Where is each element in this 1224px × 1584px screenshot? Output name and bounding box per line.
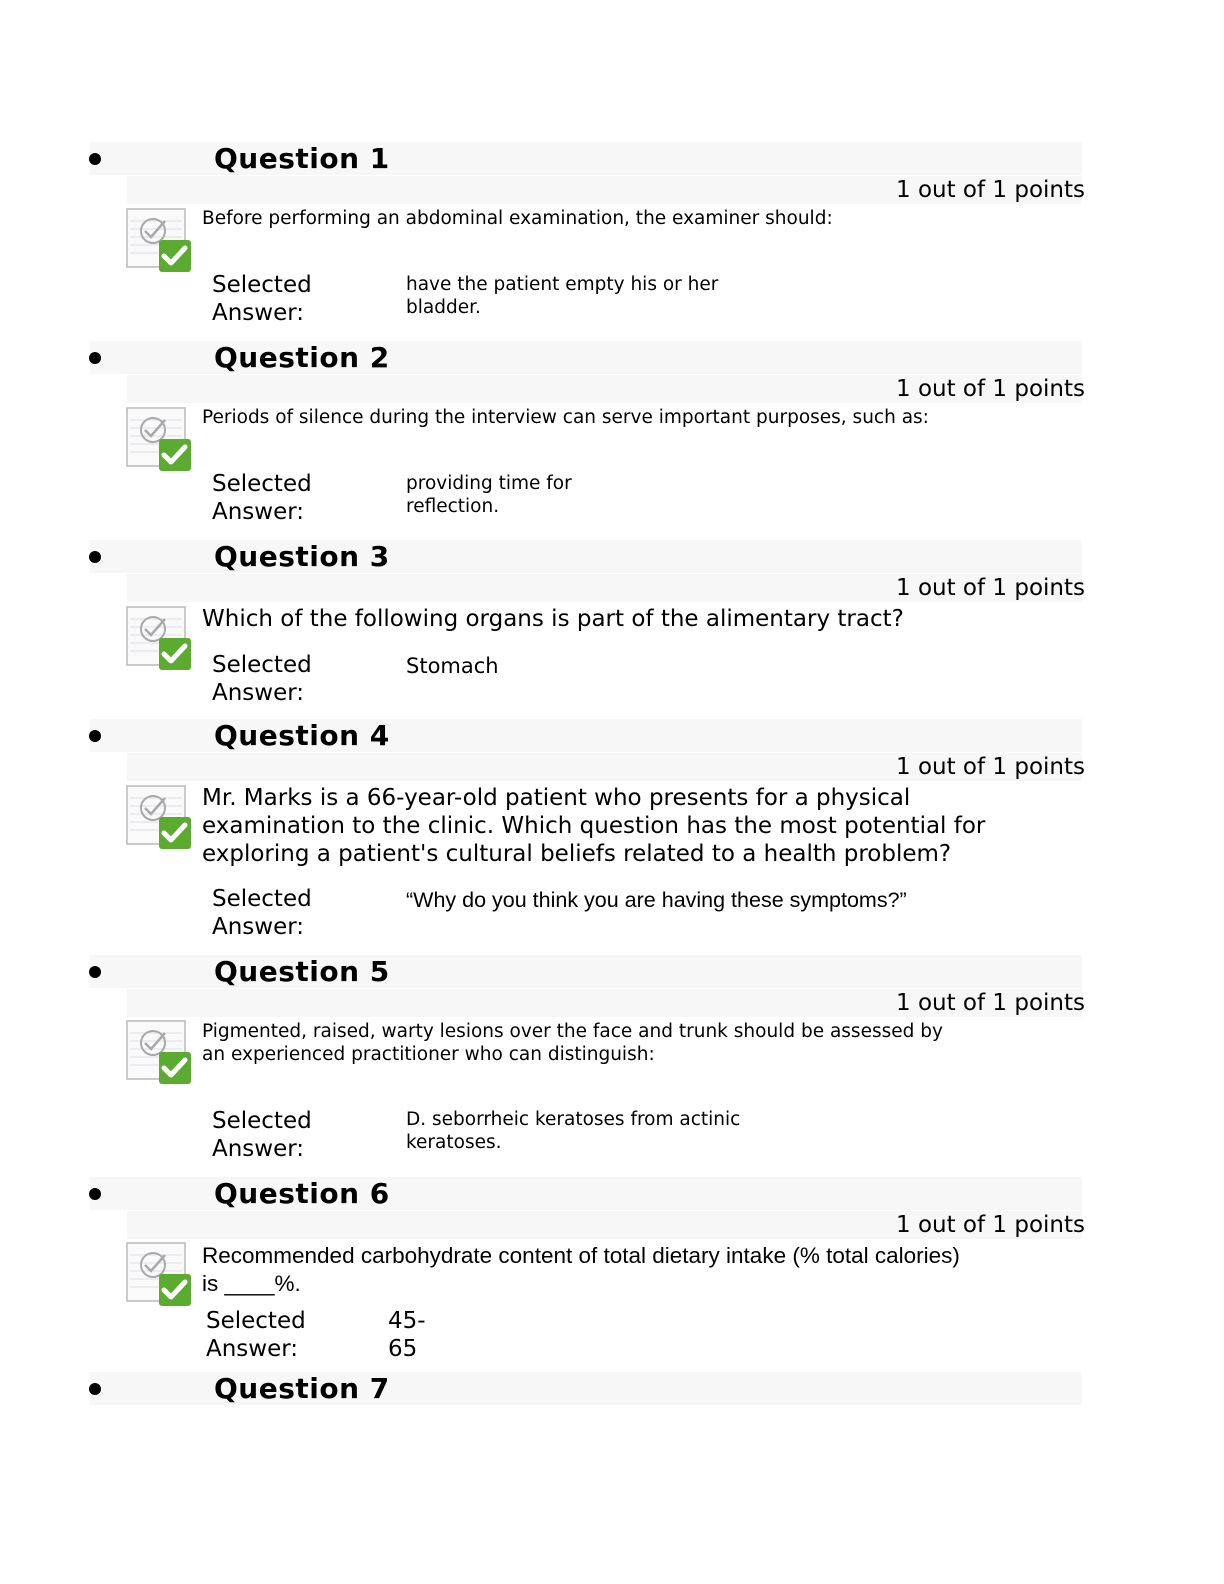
correct-answer-check-icon — [126, 784, 192, 850]
points-label: 1 out of 1 points — [896, 376, 1085, 402]
bullet — [89, 730, 101, 742]
question-title-band — [90, 955, 1082, 988]
points-band — [127, 176, 1082, 204]
question-title: Question 2 — [214, 341, 390, 374]
question-title: Question 3 — [214, 540, 390, 573]
question-title: Question 1 — [214, 142, 390, 175]
correct-answer-check-icon — [126, 1241, 192, 1307]
question-text: Before performing an abdominal examinati… — [202, 208, 833, 229]
points-band — [127, 989, 1082, 1017]
points-band — [127, 574, 1082, 602]
question-text: Mr. Marks is a 66-year-old patient who p… — [202, 785, 986, 867]
points-band — [127, 753, 1082, 781]
question-title: Question 7 — [214, 1372, 390, 1405]
bullet — [89, 966, 101, 978]
question-title: Question 4 — [214, 719, 390, 752]
question-title-band — [90, 719, 1082, 752]
question-text: Periods of silence during the interview … — [202, 407, 929, 428]
bullet — [89, 352, 101, 364]
correct-answer-check-icon — [126, 406, 192, 472]
question-text: Which of the following organs is part of… — [202, 606, 904, 632]
question-title-band — [90, 1372, 1082, 1405]
correct-answer-check-icon — [126, 207, 192, 273]
bullet — [89, 1383, 101, 1395]
points-label: 1 out of 1 points — [896, 754, 1085, 780]
question-title-band — [90, 341, 1082, 374]
question-text: Recommended carbohydrate content of tota… — [202, 1243, 960, 1296]
question-title-band — [90, 1177, 1082, 1210]
points-band — [127, 375, 1082, 403]
bullet — [89, 551, 101, 563]
points-label: 1 out of 1 points — [896, 575, 1085, 601]
points-band — [127, 1211, 1082, 1239]
points-label: 1 out of 1 points — [896, 177, 1085, 203]
points-label: 1 out of 1 points — [896, 990, 1085, 1016]
selected-answer-value: 45-65 — [388, 1308, 426, 1362]
question-title: Question 6 — [214, 1177, 390, 1210]
question-text: Pigmented, raised, warty lesions over th… — [202, 1021, 943, 1065]
correct-answer-check-icon — [126, 1019, 192, 1085]
question-title-band — [90, 142, 1082, 175]
bullet — [89, 153, 101, 165]
selected-answer-value: Stomach — [406, 654, 499, 678]
question-title-band — [90, 540, 1082, 573]
points-label: 1 out of 1 points — [896, 1212, 1085, 1238]
correct-answer-check-icon — [126, 605, 192, 671]
selected-answer-value: “Why do you think you are having these s… — [406, 888, 907, 912]
bullet — [89, 1188, 101, 1200]
question-title: Question 5 — [214, 955, 390, 988]
